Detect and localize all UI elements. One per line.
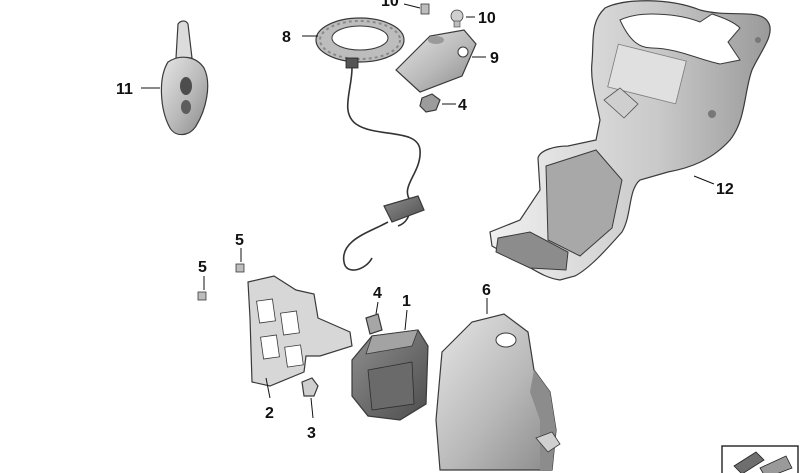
callout-8: 8 <box>282 29 291 46</box>
part-2-bracket <box>247 275 353 387</box>
callout-labels: 11 8 9 10 10 4 12 5 5 4 1 6 2 3 <box>116 0 734 442</box>
reference-symbol-box <box>721 445 799 473</box>
callout-6: 6 <box>482 282 491 299</box>
part-1-control-unit <box>351 329 429 421</box>
part-11-key <box>160 20 209 136</box>
part-10-screw-upper <box>420 3 430 15</box>
callout-10-top: 10 <box>381 0 399 10</box>
part-12-cover-shell <box>489 0 771 281</box>
callout-5-left: 5 <box>198 259 207 276</box>
leader-lines <box>141 3 715 419</box>
callout-4-upper: 4 <box>458 97 467 114</box>
part-9-holder <box>395 29 477 93</box>
part-4-nut-upper <box>419 93 441 113</box>
callout-2: 2 <box>265 405 274 422</box>
part-3-screw <box>301 377 319 397</box>
callout-12: 12 <box>716 181 734 198</box>
part-4-clip-lower <box>365 313 383 335</box>
callout-3: 3 <box>307 425 316 442</box>
callout-11: 11 <box>116 81 133 98</box>
callout-5-top: 5 <box>235 232 244 249</box>
part-5-bolt-left <box>197 291 207 301</box>
part-6-housing-cover <box>435 313 561 471</box>
part-8-antenna-ring <box>315 17 425 271</box>
callout-1: 1 <box>402 293 411 310</box>
part-5-bolt-top <box>235 263 245 273</box>
part-10-screw-right <box>450 9 464 28</box>
callout-9: 9 <box>490 50 499 67</box>
callout-10-right: 10 <box>478 10 496 27</box>
callout-4-lower: 4 <box>373 285 382 302</box>
